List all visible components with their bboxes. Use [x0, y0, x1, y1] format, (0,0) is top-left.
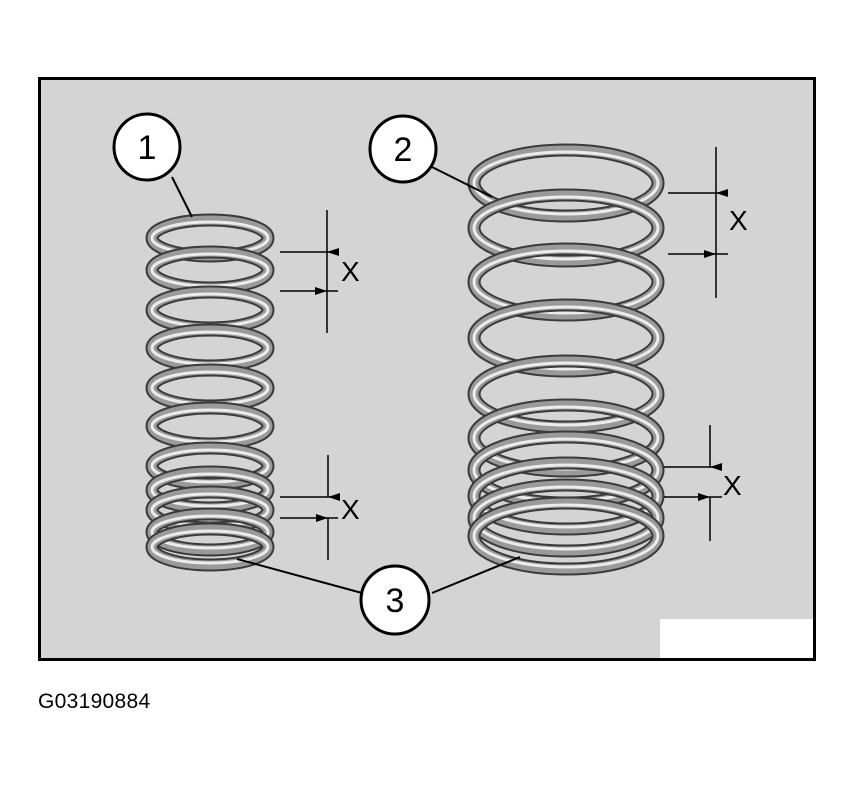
leader-line-3a: [236, 558, 363, 594]
spring-coil: [467, 143, 665, 223]
valve-spring-small: [145, 213, 275, 572]
dimension-label-2: X: [341, 494, 360, 525]
dimension-label-3: X: [729, 205, 748, 236]
spring-coil: [145, 363, 275, 413]
dimension-x-spring1-top: [280, 210, 339, 333]
spring-coil: [145, 507, 275, 557]
callout-2-label: 2: [394, 131, 413, 169]
callout-3-label: 3: [386, 582, 405, 620]
leader-line-2: [431, 166, 493, 198]
spring-coil: [467, 398, 665, 478]
spring-coil: [145, 323, 275, 373]
spring-coil: [467, 242, 665, 322]
leader-line-3b: [431, 556, 521, 594]
dimension-label-1: X: [341, 256, 360, 287]
dimension-x-spring2-bottom: [664, 425, 722, 541]
spring-coil: [145, 285, 275, 335]
figure-id-code: G03190884: [38, 690, 151, 713]
dimension-x-spring1-bottom: [280, 455, 340, 560]
spring-coil: [467, 456, 665, 536]
dimension-label-4: X: [723, 470, 742, 501]
spring-coil: [467, 496, 665, 576]
spring-coil: [145, 245, 275, 295]
dimension-x-spring2-top: [668, 147, 728, 298]
spring-coil: [145, 401, 275, 451]
callout-1-label: 1: [138, 129, 157, 167]
callout-1: 1: [112, 112, 182, 182]
leader-line-1: [171, 176, 193, 218]
spring-coil: [467, 188, 665, 268]
spring-coil: [145, 522, 275, 572]
callout-2: 2: [368, 114, 438, 184]
spring-coil: [467, 354, 665, 434]
spring-coil: [145, 441, 275, 491]
valve-spring-large: [467, 143, 665, 576]
callout-3: 3: [359, 564, 431, 636]
figure-corner-patch: [660, 619, 813, 658]
spring-coil: [467, 298, 665, 378]
spring-coil: [467, 478, 665, 558]
